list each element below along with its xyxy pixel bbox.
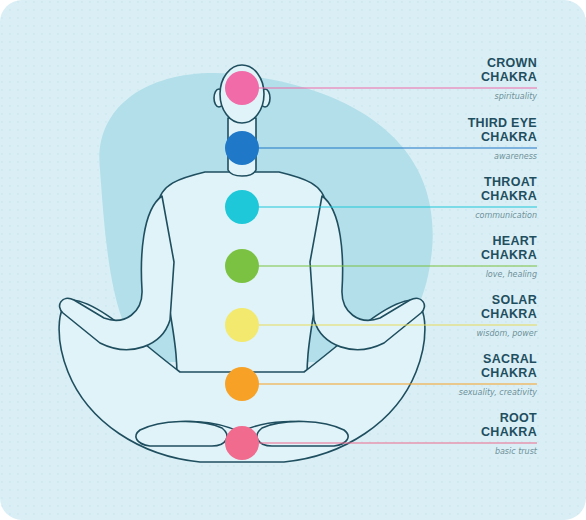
chakra-meaning: spirituality — [397, 92, 537, 102]
chakra-name: SACRAL CHAKRA — [445, 352, 537, 380]
right-foot — [257, 421, 348, 446]
third-eye-dot — [225, 131, 259, 165]
right-arm — [310, 196, 424, 350]
chakra-name: ROOT CHAKRA — [445, 411, 537, 439]
leader-line — [259, 383, 537, 384]
chakra-name: THIRD EYE CHAKRA — [445, 116, 537, 144]
chakra-name: SOLAR CHAKRA — [445, 293, 537, 321]
chakra-name: HEART CHAKRA — [445, 234, 537, 262]
chakra-meaning: communication — [397, 211, 537, 221]
chakra-name: CROWN CHAKRA — [445, 56, 537, 84]
solar-dot — [225, 308, 259, 342]
leader-line — [259, 324, 537, 325]
root-dot — [225, 426, 259, 460]
chakra-meaning: awareness — [397, 152, 537, 162]
chakra-meaning: sexuality, creativity — [397, 388, 537, 398]
leader-lines — [259, 88, 537, 443]
meditating-figure — [59, 65, 425, 462]
leader-line — [259, 265, 537, 266]
chakra-meaning: basic trust — [397, 447, 537, 457]
chakra-meaning: wisdom, power — [397, 329, 537, 339]
chakra-name: THROAT CHAKRA — [445, 175, 537, 203]
heart-dot — [225, 249, 259, 283]
leader-line — [259, 147, 537, 148]
crown-dot — [225, 71, 259, 105]
sacral-dot — [225, 367, 259, 401]
throat-dot — [225, 190, 259, 224]
leader-line — [259, 206, 537, 207]
leader-line — [259, 87, 537, 88]
left-foot — [136, 421, 227, 446]
chakra-meaning: love, healing — [397, 270, 537, 280]
left-arm — [60, 196, 174, 350]
chakra-dots — [225, 71, 259, 460]
leader-line — [259, 442, 537, 443]
head — [220, 65, 264, 123]
